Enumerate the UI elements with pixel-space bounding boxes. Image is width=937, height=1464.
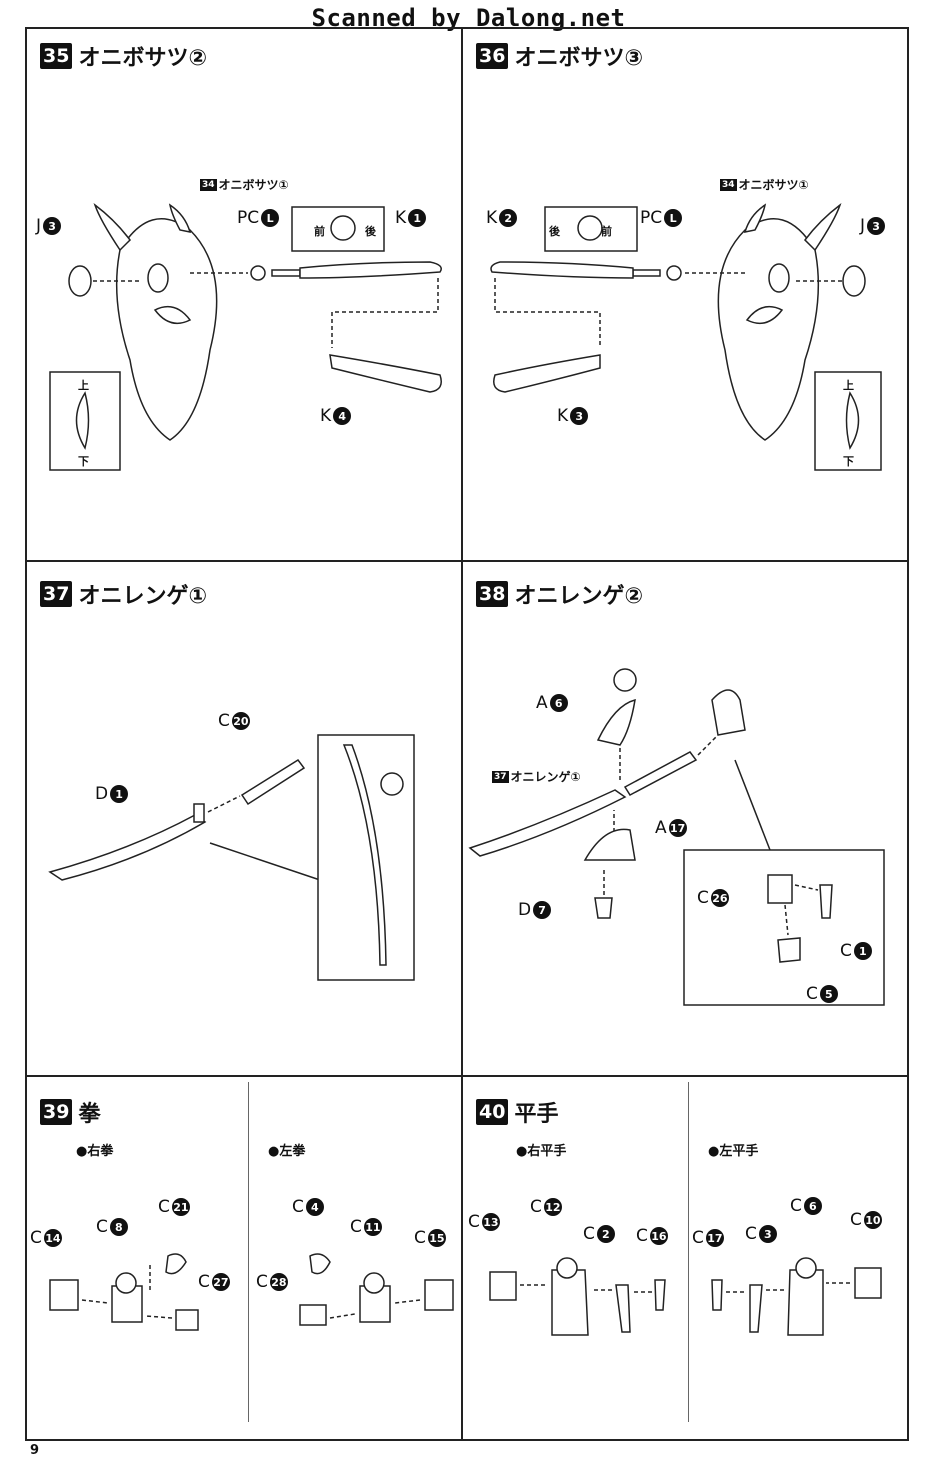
reference-number: 34 <box>200 178 217 191</box>
divider-row-2 <box>25 1075 909 1077</box>
step-36-mask-illustration <box>490 202 882 471</box>
step-38-header: 38 オニレンゲ② <box>476 578 643 610</box>
step-number: 39 <box>40 1099 73 1125</box>
page-frame <box>25 27 909 1441</box>
step-title: オニレンゲ② <box>514 584 644 609</box>
label-up: 上 <box>843 379 854 392</box>
reference-label: オニボサツ① <box>738 178 809 192</box>
step-39-divider <box>248 1082 249 1422</box>
step-number: 35 <box>40 43 73 69</box>
subtitle-right-fist: ●右拳 <box>76 1144 114 1159</box>
step-title: オニボサツ③ <box>514 46 644 71</box>
label-up: 上 <box>78 379 89 392</box>
step-39-header: 39 拳 <box>40 1096 100 1128</box>
label-front: 前 <box>314 225 325 238</box>
page-number: 9 <box>30 1443 40 1458</box>
reference-number: 37 <box>492 770 509 783</box>
step-title: オニボサツ② <box>78 46 208 71</box>
reference-label: オニレンゲ① <box>510 770 581 784</box>
step-40-palm-illustration <box>489 1257 882 1336</box>
step-38-reference: 37 オニレンゲ① <box>492 768 581 785</box>
step-number: 36 <box>476 43 509 69</box>
step-35-reference: 34 オニボサツ① <box>200 176 289 193</box>
label-down: 下 <box>78 455 89 468</box>
step-36-header: 36 オニボサツ③ <box>476 40 643 72</box>
step-35-header: 35 オニボサツ② <box>40 40 207 72</box>
reference-number: 34 <box>720 178 737 191</box>
label-back: 後 <box>549 225 560 238</box>
step-39-fist-illustration <box>49 1253 454 1331</box>
step-number: 38 <box>476 581 509 607</box>
step-36-reference: 34 オニボサツ① <box>720 176 809 193</box>
subtitle-right-palm: ●右平手 <box>516 1144 567 1159</box>
label-down: 下 <box>843 455 854 468</box>
step-title: 拳 <box>78 1102 101 1127</box>
divider-vertical <box>461 27 463 1441</box>
divider-row-1 <box>25 560 909 562</box>
reference-label: オニボサツ① <box>218 178 289 192</box>
step-title: オニレンゲ① <box>78 584 208 609</box>
label-front: 前 <box>601 225 612 238</box>
step-number: 40 <box>476 1099 509 1125</box>
subtitle-left-palm: ●左平手 <box>708 1144 759 1159</box>
step-37-sword-illustration <box>48 734 415 981</box>
step-40-divider <box>688 1082 689 1422</box>
label-back: 後 <box>365 225 376 238</box>
subtitle-left-fist: ●左拳 <box>268 1144 306 1159</box>
step-title: 平手 <box>514 1102 559 1127</box>
step-37-header: 37 オニレンゲ① <box>40 578 207 610</box>
step-40-header: 40 平手 <box>476 1096 558 1128</box>
step-35-mask-illustration <box>49 202 442 471</box>
step-38-sword-assembly <box>468 668 885 1006</box>
step-number: 37 <box>40 581 73 607</box>
